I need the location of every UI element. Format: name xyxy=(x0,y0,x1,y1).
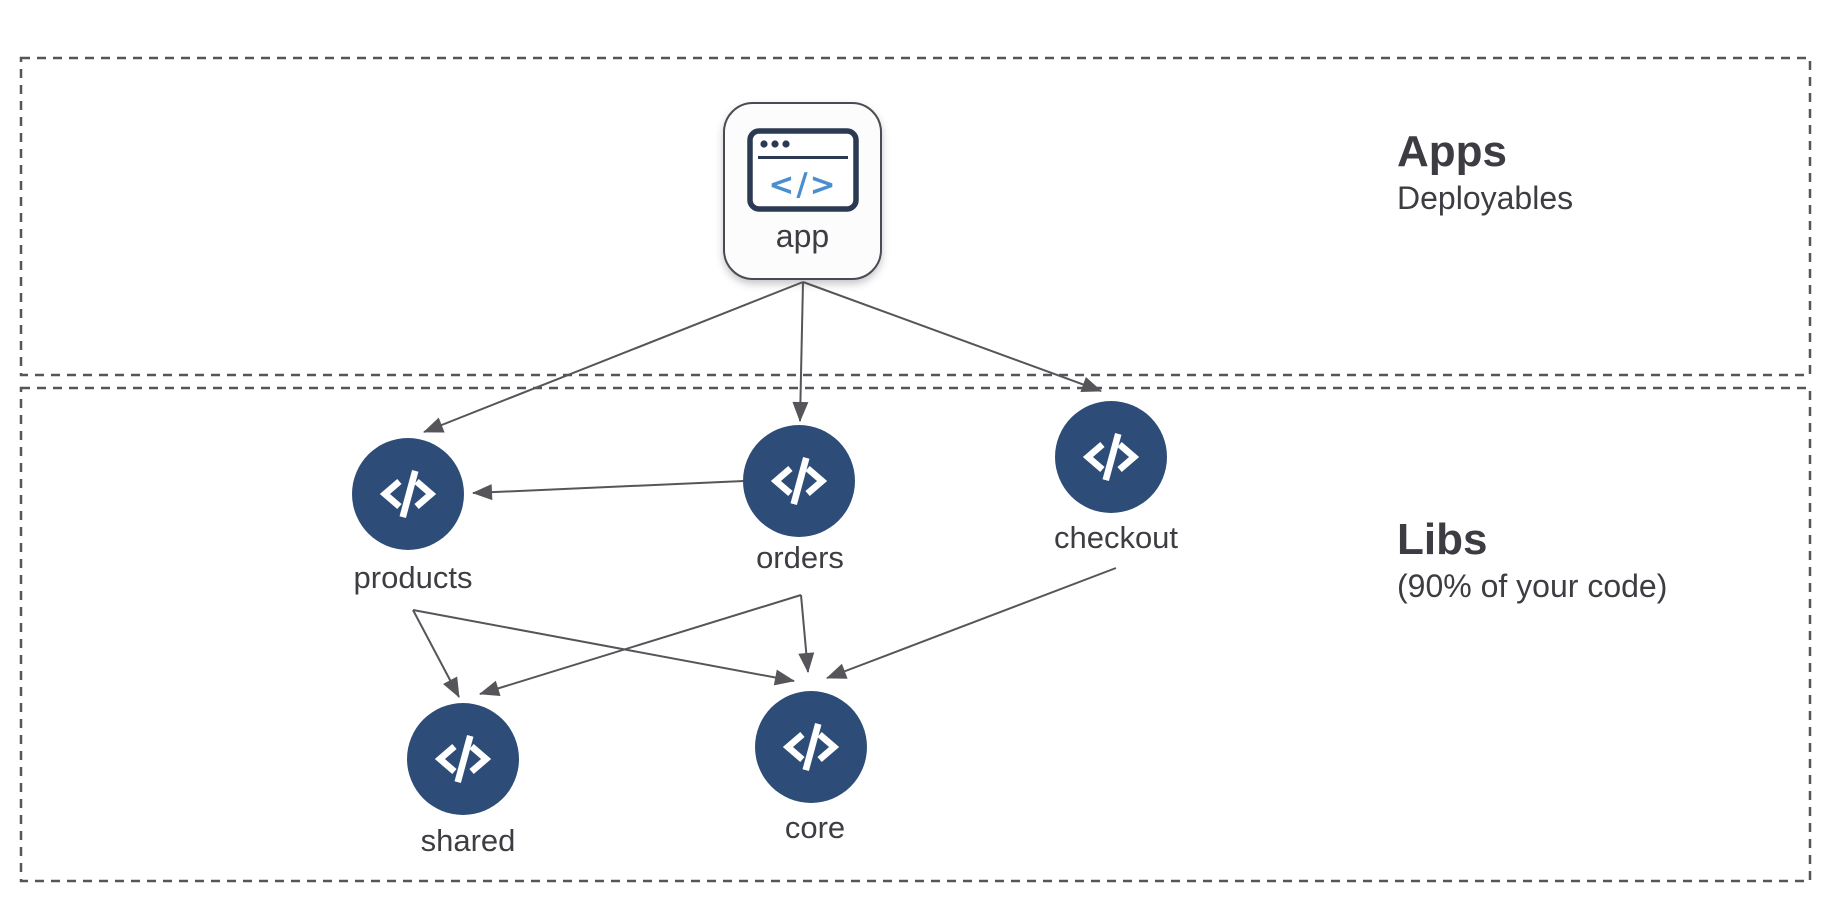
edge-app-to-checkout xyxy=(802,281,1102,392)
edge-checkout-to-core xyxy=(826,567,1117,679)
code-icon xyxy=(1082,433,1140,481)
edge-app-to-orders xyxy=(792,281,809,422)
edge-app-to-products xyxy=(423,281,804,433)
edge-orders-to-shared xyxy=(479,594,802,697)
code-icon xyxy=(379,470,437,518)
libs-section-title: Libs xyxy=(1397,515,1488,564)
edge-products-to-core xyxy=(412,609,795,686)
libs-section-box xyxy=(19,386,1812,883)
node-orders xyxy=(743,425,855,537)
libs-section-label: Libs (90% of your code) xyxy=(1397,514,1667,608)
code-icon xyxy=(434,735,492,783)
browser-code-icon: </> xyxy=(746,128,859,212)
node-products-label: products xyxy=(353,560,473,595)
node-checkout xyxy=(1055,401,1167,513)
libs-section-subtitle: (90% of your code) xyxy=(1397,567,1668,604)
edge-products-to-shared xyxy=(412,609,460,698)
code-icon xyxy=(770,457,828,505)
apps-section-title: Apps xyxy=(1397,127,1507,176)
edge-orders-to-core xyxy=(798,594,815,673)
node-app: </> app xyxy=(723,102,882,280)
node-products xyxy=(352,438,464,550)
node-core-label: core xyxy=(784,810,846,845)
svg-text:</>: </> xyxy=(768,167,837,203)
node-orders-label: orders xyxy=(756,540,844,575)
node-core xyxy=(755,691,867,803)
apps-section-label: Apps Deployables xyxy=(1397,126,1573,220)
node-shared xyxy=(407,703,519,815)
edge-orders-to-products xyxy=(472,480,745,501)
apps-section-subtitle: Deployables xyxy=(1397,179,1574,216)
code-icon xyxy=(782,723,840,771)
node-shared-label: shared xyxy=(420,823,516,858)
node-app-label: app xyxy=(775,218,830,254)
node-checkout-label: checkout xyxy=(1053,520,1179,555)
